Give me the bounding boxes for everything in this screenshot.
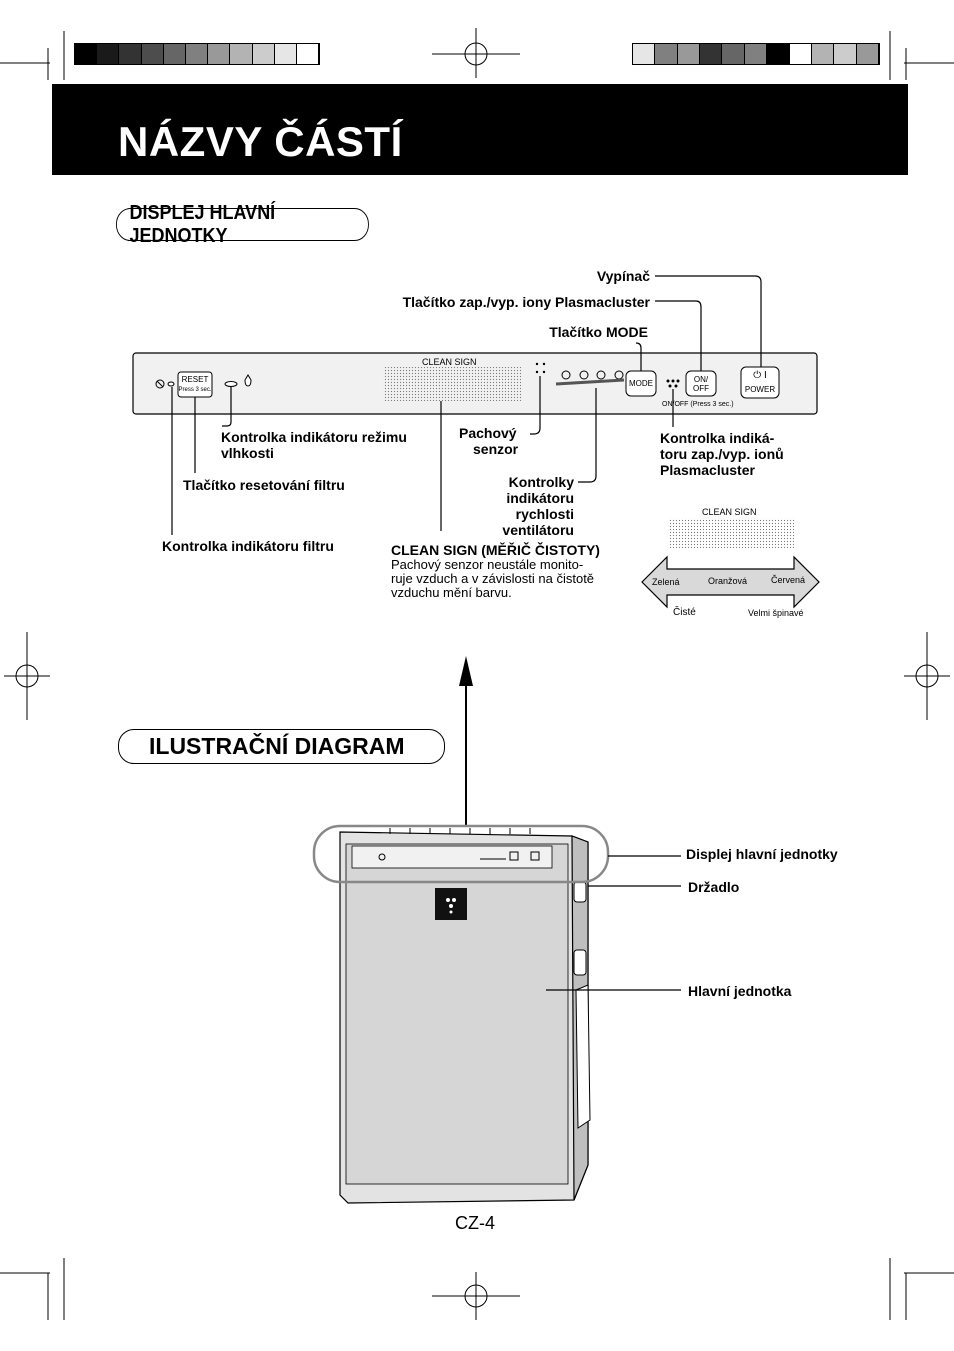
power-symbol: ⏻ I [753, 370, 767, 381]
scale-red: Červená [771, 575, 806, 585]
reset-sublabel: Press 3 sec. [178, 387, 212, 393]
callout-fan-speed-1: Kontrolky [508, 474, 574, 490]
handle-slot [573, 881, 587, 903]
registration-left-swatch [274, 44, 297, 64]
filter-lamp [167, 381, 175, 387]
callout-clean-sign-title: CLEAN SIGN (MĚŘIČ ČISTOTY) [391, 542, 600, 558]
callout-clean-sign-desc-3: vzduchu mění barvu. [391, 585, 512, 600]
registration-right-swatch [811, 44, 835, 64]
callout-filter-reset: Tlačítko resetování filtru [183, 477, 345, 493]
humidity-icon [244, 374, 252, 387]
page-title: NÁZVY ČÁSTÍ [118, 118, 403, 165]
odor-sensor-dots [535, 362, 546, 374]
section-header-display-text: DISPLEJ HLAVNÍ JEDNOTKY [129, 201, 276, 247]
scale-arrow [641, 555, 820, 609]
callout-clean-sign-desc-1: Pachový senzor neustále monito- [391, 557, 584, 572]
big-arrow-head [459, 656, 473, 686]
ion-indicator-dots [666, 379, 680, 388]
filter-icon [155, 379, 165, 389]
diagram-leaders [546, 855, 681, 991]
label-display: Displej hlavní jednotky [686, 846, 838, 862]
scale-clean: Čisté [673, 607, 696, 618]
clean-sign-label: CLEAN SIGN [422, 357, 477, 367]
registration-left-swatch [97, 44, 120, 64]
registration-left-swatch [185, 44, 209, 64]
registration-right-swatch [744, 44, 768, 64]
registration-left-swatch [119, 44, 142, 64]
label-handle: Držadlo [688, 879, 740, 895]
unit-display-panel [351, 845, 553, 869]
registration-right-swatch [655, 44, 678, 64]
registration-left-swatch [141, 44, 164, 64]
registration-left-swatch [230, 44, 253, 64]
section-header-diagram: ILUSTRAČNÍ DIAGRAM [118, 729, 445, 764]
fan-speed-bar [555, 378, 625, 386]
title-bar [52, 84, 908, 175]
registration-bar-right [632, 43, 880, 65]
reset-label: RESET [181, 375, 209, 384]
scale-dots [668, 518, 794, 548]
callout-fan-speed-4: ventilátoru [502, 522, 574, 538]
registration-left-swatch [163, 44, 186, 64]
section-header-display: DISPLEJ HLAVNÍ JEDNOTKY [116, 202, 369, 247]
callout-ion-indicator-3: Plasmacluster [660, 462, 755, 478]
scale-title: CLEAN SIGN [702, 507, 757, 517]
scale-dirty: Velmi špinavé [748, 608, 804, 618]
registration-left-swatch [208, 44, 231, 64]
on-off-label-1: ON/ [693, 375, 709, 384]
callout-mode-button: Tlačítko MODE [549, 324, 648, 340]
callout-filter-indicator: Kontrolka indikátoru filtru [162, 538, 334, 554]
registration-right-swatch [633, 44, 656, 64]
registration-right-swatch [700, 44, 723, 64]
section-header-diagram-text: ILUSTRAČNÍ DIAGRAM [149, 733, 405, 759]
registration-bar-left [74, 43, 320, 65]
registration-right-swatch [856, 44, 879, 64]
mode-label: MODE [629, 379, 653, 388]
callout-ion-indicator-2: toru zap./vyp. ionů [660, 446, 784, 462]
callout-fan-speed-3: rychlosti [515, 506, 574, 522]
callout-ion-indicator-1: Kontrolka indiká- [660, 430, 775, 446]
page-number: CZ-4 [455, 1213, 495, 1233]
callout-odor-sensor-2: senzor [473, 441, 519, 457]
scale-orange: Oranžová [708, 576, 748, 586]
registration-right-swatch [722, 44, 745, 64]
registration-left-swatch [75, 44, 98, 64]
humidity-lamp [224, 381, 238, 387]
leader-lines [171, 275, 762, 535]
registration-left-swatch [252, 44, 275, 64]
power-label: POWER [744, 385, 776, 394]
registration-right-swatch [789, 44, 812, 64]
registration-right-swatch [677, 44, 701, 64]
callout-power-switch: Vypínač [596, 268, 650, 284]
clean-sign-dots [383, 367, 523, 401]
ion-sublabel: ON/OFF (Press 3 sec.) [662, 401, 734, 408]
callout-odor-sensor-1: Pachový [459, 425, 517, 441]
registration-left-swatch [296, 44, 320, 64]
air-purifier-unit [339, 828, 591, 1204]
callout-clean-sign-desc-2: ruje vzduch a v závislosti na čistotě [391, 571, 595, 586]
callout-ion-button: Tlačítko zap./vyp. iony Plasmacluster [402, 294, 650, 310]
registration-right-swatch [834, 44, 857, 64]
registration-right-swatch [767, 44, 790, 64]
callout-humidity: Kontrolka indikátoru režimu vlhkosti [221, 429, 407, 461]
label-main-unit: Hlavní jednotka [688, 983, 792, 999]
power-button[interactable] [740, 366, 780, 399]
callout-fan-speed-2: indikátoru [506, 490, 574, 506]
scale-green: Zelená [652, 577, 680, 587]
on-off-label-2: OFF [693, 384, 709, 393]
display-highlight [312, 824, 610, 884]
